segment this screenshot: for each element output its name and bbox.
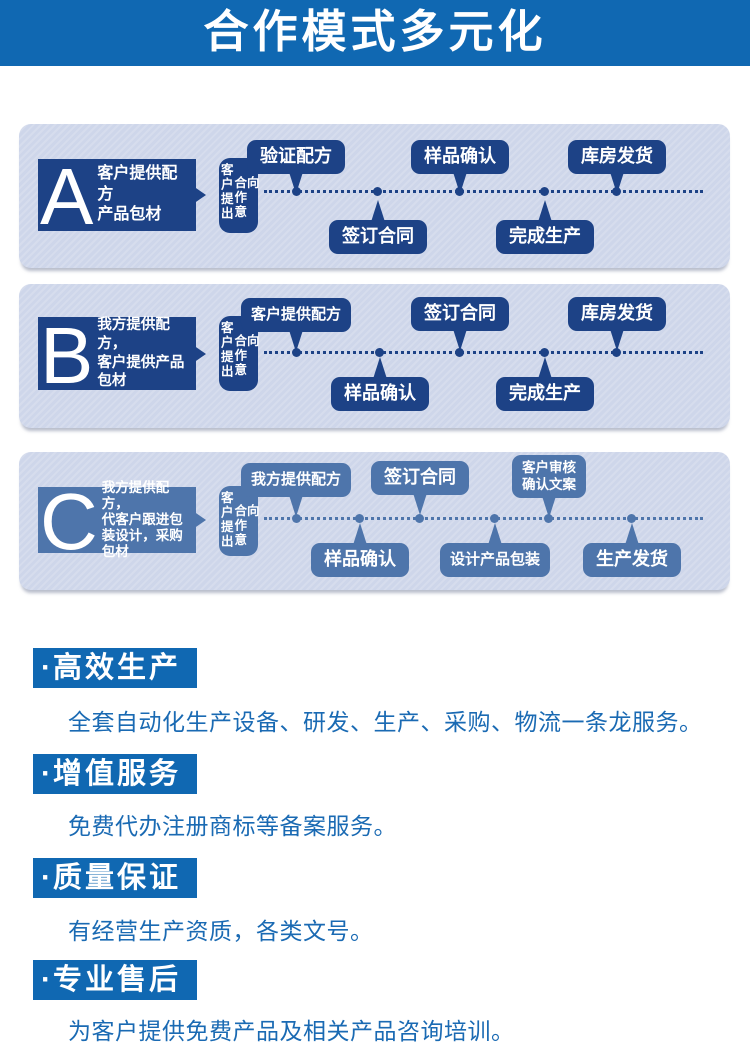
feature-heading-quality-guarantee: · 质量保证 — [33, 858, 198, 898]
feature-title: 专业售后 — [53, 963, 182, 996]
feature-title: 增值服务 — [53, 757, 182, 790]
model-b-box: B 我方提供配方， 客户提供产品 包材 — [38, 310, 196, 400]
model-b-desc-line: 客户提供产品 — [97, 354, 185, 371]
model-a-description: 客户提供配方 产品包材 — [97, 164, 190, 226]
model-a-desc-line: 产品包材 — [97, 206, 162, 224]
step-bubble: 签订合同 — [411, 297, 509, 331]
intent-text-right: 合作意向 — [232, 504, 259, 548]
step-bubble: 样品确认 — [411, 140, 509, 174]
bullet-icon: · — [41, 861, 51, 894]
feature-title: 质量保证 — [53, 861, 182, 894]
model-c-desc-line: 我方提供配方， — [101, 479, 170, 511]
step-label: 完成生产 — [509, 383, 581, 403]
model-c-description: 我方提供配方， 代客户跟进包 装设计，采购 包材 — [102, 480, 190, 561]
intent-text-left: 客户提出 — [218, 163, 233, 221]
timeline-node — [540, 348, 549, 357]
step-bubble: 验证配方 — [247, 140, 345, 174]
feature-body-efficient-production: 全套自动化生产设备、研发、生产、采购、物流一条龙服务。 — [68, 709, 703, 735]
model-b-desc-line: 我方提供配方， — [97, 317, 170, 352]
step-label: 样品确认 — [424, 146, 496, 166]
timeline-node — [292, 514, 301, 523]
model-a-panel: A 客户提供配方 产品包材 客户提出 合作意向 验证配方 签订合同 样品确认 完… — [19, 124, 730, 268]
model-c-desc-line: 代客户跟进包 — [101, 511, 183, 527]
model-b-description: 我方提供配方， 客户提供产品 包材 — [97, 316, 190, 390]
page-header: 合作模式多元化 — [0, 0, 750, 66]
step-label: 完成生产 — [509, 226, 581, 246]
step-label: 生产发货 — [596, 549, 668, 569]
intent-text-left: 客户提出 — [218, 491, 233, 549]
model-c-intent-pill: 客户提出 合作意向 — [218, 486, 259, 556]
timeline-node — [373, 187, 382, 196]
bullet-icon: · — [41, 651, 51, 684]
bullet-icon: · — [41, 963, 51, 996]
intent-text-right: 合作意向 — [232, 334, 259, 378]
step-bubble: 完成生产 — [496, 377, 594, 411]
step-bubble: 签订合同 — [329, 220, 427, 254]
step-bubble: 签订合同 — [371, 461, 469, 495]
step-label-line: 确认文案 — [522, 477, 576, 493]
model-b-connector — [193, 345, 206, 363]
model-b-panel: B 我方提供配方， 客户提供产品 包材 客户提出 合作意向 客户提供配方 样品确… — [19, 284, 730, 428]
timeline-c — [264, 517, 703, 520]
feature-heading-value-added-service: · 增值服务 — [33, 754, 198, 794]
step-bubble: 设计产品包装 — [439, 543, 551, 577]
step-label: 我方提供配方 — [250, 471, 342, 488]
step-label: 客户提供配方 — [250, 306, 342, 323]
step-label: 样品确认 — [344, 383, 416, 403]
timeline-node — [375, 348, 384, 357]
step-bubble: 样品确认 — [311, 543, 409, 577]
step-label: 签订合同 — [384, 467, 456, 487]
timeline-a — [264, 190, 703, 193]
step-bubble: 客户提供配方 — [240, 298, 352, 332]
model-a-box: A 客户提供配方 产品包材 — [38, 152, 196, 242]
timeline-node — [355, 514, 364, 523]
feature-body-professional-aftersales: 为客户提供免费产品及相关产品咨询培训。 — [68, 1018, 515, 1044]
step-label: 设计产品包装 — [449, 551, 541, 568]
model-a-desc-line: 客户提供配方 — [97, 164, 178, 203]
step-label: 样品确认 — [324, 549, 396, 569]
model-c-panel: C 我方提供配方， 代客户跟进包 装设计，采购 包材 客户提出 合作意向 我方提… — [19, 452, 730, 590]
intent-text-right: 合作意向 — [232, 176, 259, 220]
model-b-desc-line: 包材 — [97, 373, 127, 390]
model-c-box: C 我方提供配方， 代客户跟进包 装设计，采购 包材 — [38, 477, 196, 567]
feature-heading-professional-aftersales: · 专业售后 — [33, 960, 198, 1000]
model-c-desc-line: 装设计，采购 — [101, 528, 183, 544]
feature-body-quality-guarantee: 有经营生产资质，各类文号。 — [68, 918, 374, 944]
feature-body-value-added-service: 免费代办注册商标等备案服务。 — [68, 813, 397, 839]
model-c-desc-line: 包材 — [101, 544, 129, 560]
feature-title: 高效生产 — [53, 651, 182, 684]
step-label-line: 客户审核 — [522, 460, 576, 475]
step-label: 签订合同 — [342, 226, 414, 246]
step-label: 签订合同 — [424, 303, 496, 323]
timeline-node — [292, 348, 301, 357]
step-bubble: 库房发货 — [568, 140, 666, 174]
timeline-node — [490, 514, 499, 523]
step-label: 库房发货 — [581, 146, 653, 166]
step-bubble: 客户审核 确认文案 — [512, 455, 586, 498]
step-bubble: 库房发货 — [568, 297, 666, 331]
timeline-node — [544, 514, 553, 523]
timeline-node — [455, 348, 464, 357]
step-label: 库房发货 — [581, 303, 653, 323]
model-b-letter: B — [40, 310, 94, 400]
step-bubble: 我方提供配方 — [240, 463, 352, 497]
bullet-icon: · — [41, 757, 51, 790]
timeline-b — [264, 351, 703, 354]
model-a-letter: A — [40, 152, 94, 242]
feature-heading-efficient-production: · 高效生产 — [33, 648, 198, 688]
timeline-node — [612, 348, 621, 357]
intent-text-left: 客户提出 — [218, 321, 233, 379]
model-c-letter: C — [40, 477, 98, 567]
step-bubble: 样品确认 — [331, 377, 429, 411]
page-title: 合作模式多元化 — [203, 5, 547, 57]
model-a-connector — [193, 186, 206, 204]
timeline-node — [540, 187, 549, 196]
step-label: 验证配方 — [260, 146, 332, 166]
model-c-connector — [193, 511, 206, 529]
timeline-node — [627, 514, 636, 523]
step-bubble: 完成生产 — [496, 220, 594, 254]
step-bubble: 生产发货 — [583, 543, 681, 577]
timeline-node — [415, 514, 424, 523]
